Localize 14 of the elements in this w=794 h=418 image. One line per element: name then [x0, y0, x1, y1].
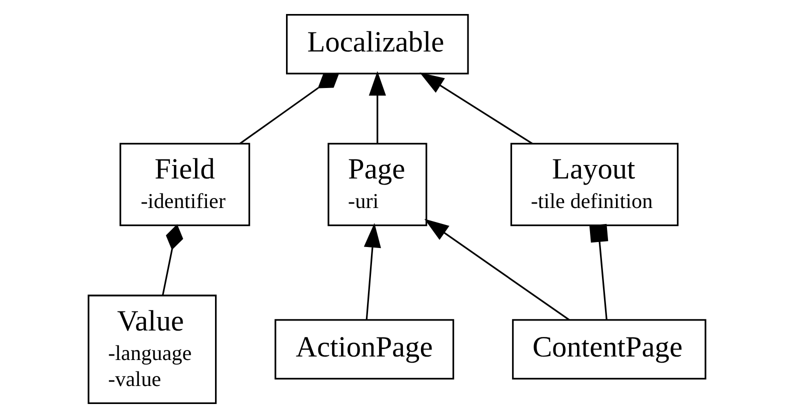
arrow: [424, 218, 570, 321]
node-box: Page -uri: [328, 142, 428, 226]
arrow: [368, 71, 386, 144]
node-box: Localizable: [286, 14, 469, 74]
arrow: [364, 223, 381, 320]
node-box: Value -language -value: [88, 294, 217, 404]
node-box: Layout -tile definition: [510, 142, 679, 226]
node-box: ActionPage: [274, 319, 454, 380]
connector: [240, 72, 340, 144]
node-box: ContentPage: [512, 319, 706, 380]
connector: [162, 224, 184, 296]
node-box: Field -identifier: [120, 142, 250, 226]
connector: [589, 224, 608, 320]
arrow: [420, 72, 533, 144]
